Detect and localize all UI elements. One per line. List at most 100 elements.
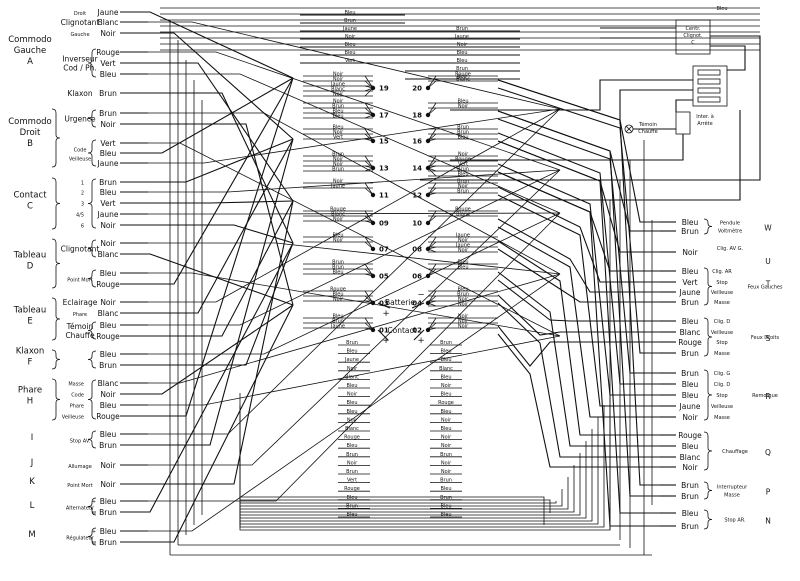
left-wire-label: Jaune (97, 8, 119, 17)
terminal-wire-label: Noir (458, 313, 469, 319)
right-group-name: Masse (724, 493, 740, 499)
terminal-wire-label: Noir (333, 98, 344, 104)
pin-label: w (92, 540, 96, 546)
left-group-title: B (27, 139, 33, 149)
wire-segment (364, 87, 374, 97)
wire-segment (364, 215, 374, 224)
top-wire-label: Noir (457, 74, 468, 80)
terminal-number: 10 (412, 220, 422, 228)
contact-plus: + (382, 336, 389, 346)
centrale-label: Clignot. (683, 33, 703, 39)
terminal-wire-label: Noir (458, 237, 469, 243)
pin-label: Masse (68, 382, 84, 388)
left-wire-label: Bleu (100, 149, 117, 158)
left-group-title: Tableau (13, 251, 47, 261)
left-wire-label: Noir (100, 239, 116, 248)
terminal-wire-label: Noir (333, 71, 344, 77)
right-pin-label: Masse (714, 351, 730, 357)
bottom-wire-label: Bleu (346, 409, 357, 415)
right-pin-label: Clig. G (714, 371, 731, 377)
wire-run (450, 134, 684, 161)
right-wire-label: Jaune (679, 288, 701, 297)
left-subgroup-name: Droit (74, 11, 86, 17)
relay-box (692, 65, 728, 107)
right-wire-label: Vert (682, 278, 697, 287)
terminal-wire-label: Brun (457, 178, 469, 184)
right-wire-label: Bleu (682, 442, 699, 451)
inter-label: Inter. à (696, 113, 714, 120)
right-wire-label: Bleu (682, 391, 699, 400)
left-group-title: Tableau (13, 306, 47, 316)
brace (51, 108, 61, 168)
right-wire-label: Brun (681, 349, 699, 358)
terminal-wire-label: Bleu (457, 264, 468, 270)
right-group-id: Q (765, 448, 771, 457)
terminal-number: 11 (379, 192, 389, 200)
wire-run (148, 108, 561, 164)
right-wire-label: Blanc (680, 453, 701, 462)
wire-run (148, 200, 294, 204)
terminal-wire-label: Rouge (455, 206, 471, 212)
left-wire-label: Rouge (96, 412, 120, 421)
wire-run (497, 218, 660, 293)
right-wire-label: Blanc (680, 328, 701, 337)
wire-run (148, 11, 294, 79)
wire-segment (364, 236, 374, 250)
left-group-title: Contact (13, 191, 47, 201)
terminal-wire-label: Blanc (456, 211, 470, 217)
pin-label: 4/5 (76, 213, 84, 219)
right-pin-label: Veilleuse (711, 330, 733, 336)
wire-run (497, 333, 660, 468)
left-subgroup-name: Témoin (66, 322, 94, 331)
wire-run (148, 304, 294, 395)
left-group-title: Droit (20, 128, 41, 138)
left-group-title: F (28, 358, 33, 368)
bottom-wire-label: Noir (347, 460, 358, 466)
terminal-wire-label: Rouge (455, 71, 471, 77)
terminal-wire-label: Bleu (332, 124, 343, 130)
wire-run (450, 110, 741, 201)
left-wire-label: Noir (100, 120, 116, 129)
terminal-wire-label: Noir (333, 161, 344, 167)
terminal-wire-label: Vert (333, 134, 343, 140)
terminal-wire-label: Brun (457, 291, 469, 297)
wire-run (148, 272, 561, 337)
terminal-wire-label: Brun (332, 166, 344, 172)
wire-segment (364, 85, 374, 89)
left-group-title: Klaxon (16, 347, 45, 357)
top-wire-label: Noir (457, 42, 468, 48)
brace (87, 527, 97, 546)
left-subgroup-name: Eclairage (63, 298, 98, 307)
right-pin-label: Stop (716, 340, 727, 346)
left-wire-label: Bleu (100, 269, 117, 278)
wire-segment (427, 322, 437, 331)
pin-label: + (92, 529, 96, 535)
left-wire-label: Bleu (100, 321, 117, 330)
wire-run (675, 99, 693, 112)
terminal-wire-label: Bleu (457, 98, 468, 104)
left-subgroup-name: Allumage (68, 464, 92, 470)
wire-run (239, 496, 545, 525)
wire-segment (364, 138, 374, 142)
terminal-wire-label: Rouge (330, 206, 346, 212)
left-subgroup-name: Stop AV. (70, 439, 91, 445)
right-group-id: U (765, 257, 771, 266)
wire-segment (364, 107, 374, 116)
pin-label: 2 (81, 191, 84, 197)
terminal-wire-label: Noir (458, 183, 469, 189)
right-group-name: Remorque (752, 393, 778, 399)
left-group-title: E (27, 317, 32, 327)
terminal-wire-label: Brun (332, 264, 344, 270)
terminal-wire-label: Brun (457, 166, 469, 172)
right-pin-label: Voltmètre (718, 228, 742, 235)
left-subgroup-name: Chauffe (65, 331, 95, 340)
wire-run (148, 21, 561, 110)
brace (703, 431, 713, 471)
wire-segment (364, 114, 374, 119)
wire-segment (364, 187, 374, 196)
wire-segment (364, 165, 374, 169)
wire-segment (427, 192, 437, 196)
wire-segment (427, 300, 437, 304)
bottom-wire-label: Brun (440, 478, 452, 484)
wire-run (148, 92, 294, 244)
